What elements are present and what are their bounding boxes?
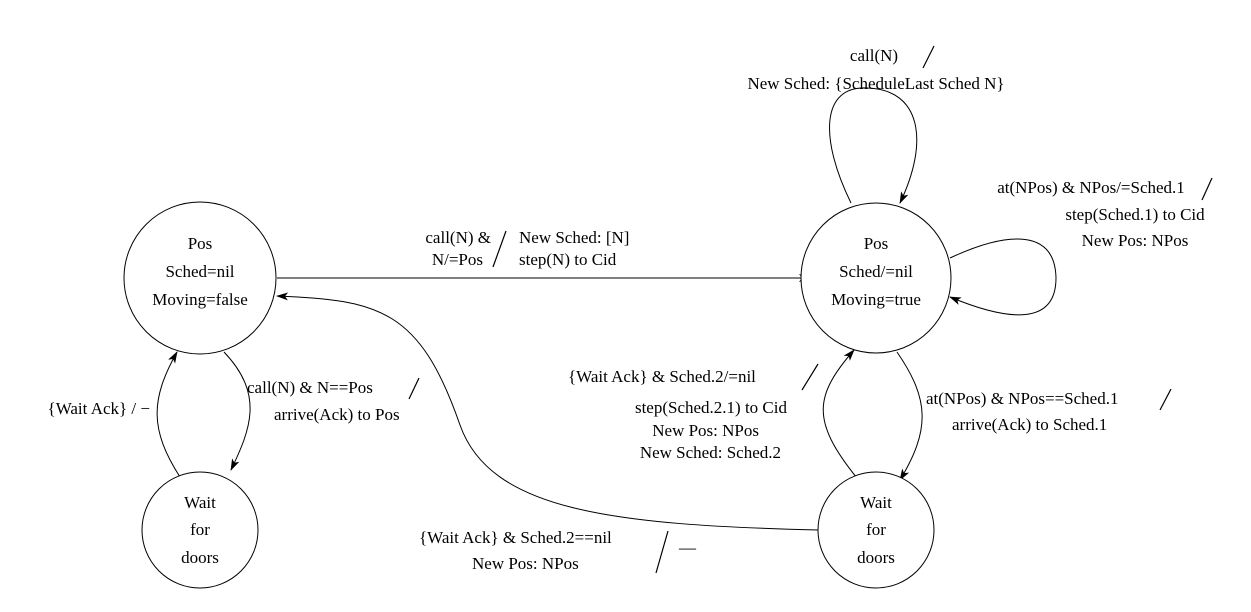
label-arrive-sched-slash — [1159, 388, 1172, 411]
transition-ack-left-arrow — [156, 351, 181, 478]
label-self-step: at(NPos) & NPos/=Sched.1 step(Sched.1) t… — [997, 177, 1213, 250]
label-self-step-slash — [1201, 177, 1213, 201]
label-continue: {Wait Ack} & Sched.2/=nil step(Sched.2.1… — [568, 363, 819, 462]
label-continue-action-3: New Sched: Sched.2 — [640, 443, 781, 462]
transition-finish-arrow — [276, 292, 819, 531]
label-self-call-slash — [922, 45, 935, 69]
label-arrive-here-event: call(N) & N==Pos — [247, 378, 373, 397]
label-arrive-here-action: arrive(Ack) to Pos — [274, 405, 400, 424]
label-finish-event: {Wait Ack} & Sched.2==nil — [419, 528, 612, 547]
label-start-slash — [492, 230, 507, 268]
label-continue-event: {Wait Ack} & Sched.2/=nil — [568, 367, 756, 386]
label-start-action-2: step(N) to Cid — [519, 250, 617, 269]
state-wait-left-line-1: Wait — [184, 493, 216, 512]
label-ack-left: {Wait Ack} / − — [48, 399, 150, 418]
transition-arrive-here-arrow — [223, 351, 251, 471]
transition-arrive-sched-arrow — [896, 351, 923, 481]
label-start-event-2: N/=Pos — [432, 250, 483, 269]
state-wait-right-line-3: doors — [857, 548, 895, 567]
state-wait-right: Wait for doors — [817, 471, 935, 589]
label-start-action-1: New Sched: [N] — [519, 228, 629, 247]
label-finish-slash — [655, 530, 669, 574]
state-wait-left-line-2: for — [190, 520, 210, 539]
label-arrive-here: call(N) & N==Pos arrive(Ack) to Pos — [247, 377, 420, 424]
transition-self-step-arrow — [949, 238, 1057, 316]
state-wait-right-line-1: Wait — [860, 493, 892, 512]
label-arrive-sched-action: arrive(Ack) to Sched.1 — [952, 415, 1107, 434]
state-idle-line-3: Moving=false — [152, 290, 248, 309]
state-wait-left: Wait for doors — [141, 471, 259, 589]
label-self-step-action-1: step(Sched.1) to Cid — [1065, 205, 1205, 224]
transition-self-call-arrow — [829, 87, 918, 204]
state-idle-line-2: Sched=nil — [165, 262, 234, 281]
label-arrive-here-slash — [408, 377, 420, 400]
label-finish-action: New Pos: NPos — [472, 554, 579, 573]
label-self-step-event: at(NPos) & NPos/=Sched.1 — [997, 178, 1185, 197]
state-moving: Pos Sched/=nil Moving=true — [800, 202, 952, 354]
label-self-call-action: New Sched: {ScheduleLast Sched N} — [747, 74, 1004, 93]
label-start: call(N) & N/=Pos New Sched: [N] step(N) … — [425, 228, 629, 269]
state-idle-line-1: Pos — [188, 234, 213, 253]
label-start-event-1: call(N) & — [425, 228, 491, 247]
label-self-step-action-2: New Pos: NPos — [1082, 231, 1189, 250]
state-moving-line-2: Sched/=nil — [839, 262, 913, 281]
state-wait-right-line-2: for — [866, 520, 886, 539]
state-moving-line-1: Pos — [864, 234, 889, 253]
label-continue-action-2: New Pos: NPos — [652, 421, 759, 440]
label-self-call: call(N) New Sched: {ScheduleLast Sched N… — [747, 45, 1005, 93]
label-continue-slash — [801, 363, 819, 391]
transition-continue-arrow — [822, 349, 858, 479]
state-wait-left-line-3: doors — [181, 548, 219, 567]
label-finish: {Wait Ack} & Sched.2==nil New Pos: NPos … — [419, 528, 697, 574]
label-finish-output: — — [678, 538, 697, 557]
label-continue-action-1: step(Sched.2.1) to Cid — [635, 398, 788, 417]
state-idle: Pos Sched=nil Moving=false — [123, 201, 277, 355]
state-moving-line-3: Moving=true — [831, 290, 921, 309]
label-arrive-sched-event: at(NPos) & NPos==Sched.1 — [926, 389, 1118, 408]
label-self-call-event: call(N) — [850, 46, 898, 65]
label-arrive-sched: at(NPos) & NPos==Sched.1 arrive(Ack) to … — [926, 388, 1172, 434]
